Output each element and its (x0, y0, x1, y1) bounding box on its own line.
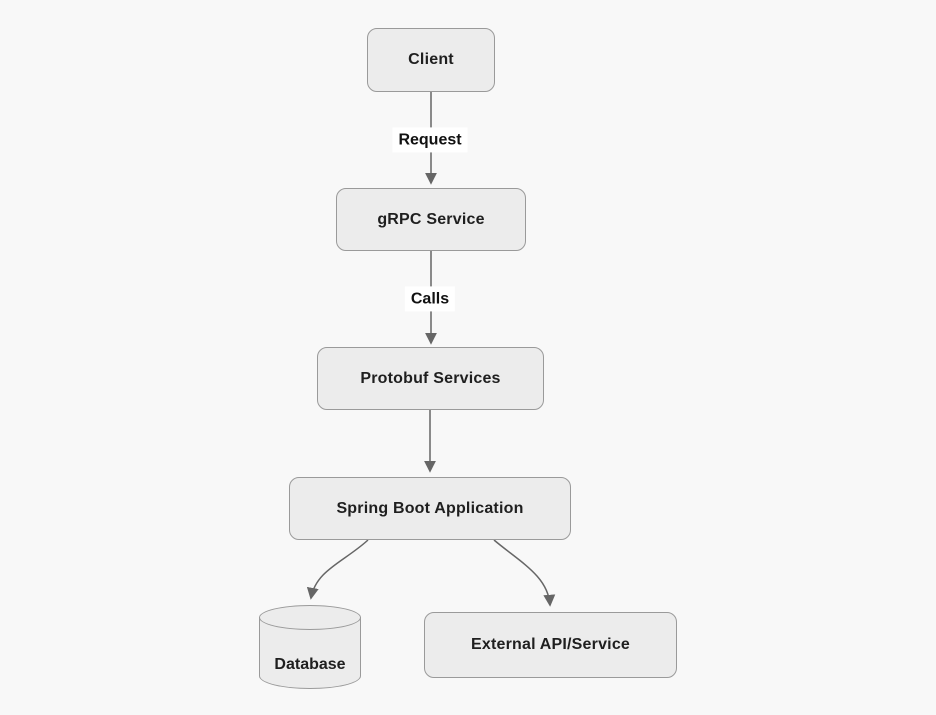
node-protobuf-services-label: Protobuf Services (360, 369, 501, 387)
node-spring-boot-application: Spring Boot Application (289, 477, 571, 540)
database-cylinder-top (259, 605, 361, 630)
edge-springboot-external (493, 539, 556, 607)
node-grpc-service: gRPC Service (336, 188, 526, 251)
node-grpc-service-label: gRPC Service (377, 210, 485, 228)
edge-label-request: Request (392, 127, 468, 153)
node-client-label: Client (408, 51, 454, 68)
node-external-api-service-label: External API/Service (470, 636, 631, 653)
node-external-api-service: External API/Service (424, 612, 677, 678)
node-database-label: Database (274, 656, 346, 673)
edge-label-calls: Calls (404, 286, 456, 312)
edge-springboot-database (306, 539, 369, 600)
node-client: Client (367, 28, 495, 92)
node-protobuf-services: Protobuf Services (317, 347, 544, 410)
node-spring-boot-application-label: Spring Boot Application (336, 499, 524, 517)
